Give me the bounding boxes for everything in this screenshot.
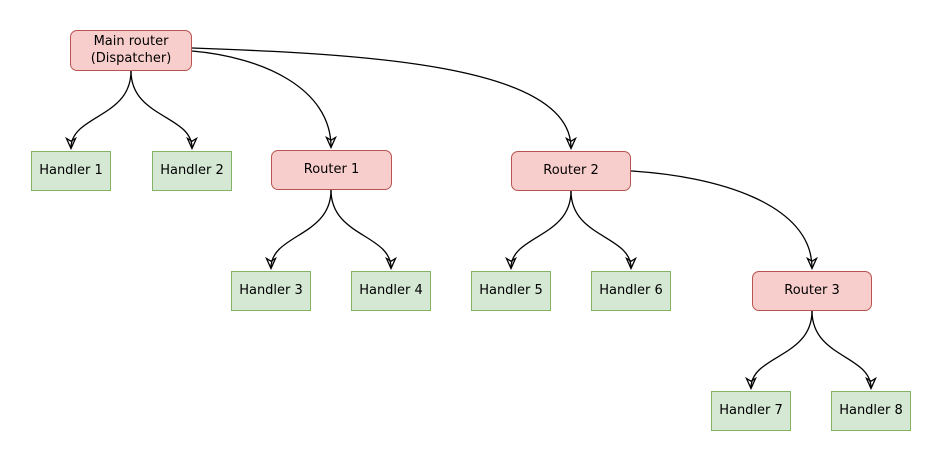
node-handler-1[interactable]: Handler 1: [31, 151, 111, 191]
edge-router-3-to-handler-7: [751, 310, 813, 388]
node-main-router[interactable]: Main router (Dispatcher): [70, 30, 192, 71]
node-handler-3[interactable]: Handler 3: [231, 271, 311, 311]
node-handler-4[interactable]: Handler 4: [351, 271, 431, 311]
node-label: Handler 8: [839, 402, 903, 418]
node-label: Main router (Dispatcher): [90, 33, 172, 66]
edge-router-2-to-handler-5: [511, 190, 572, 268]
node-handler-2[interactable]: Handler 2: [152, 151, 232, 191]
edge-router-2-to-handler-6: [570, 190, 631, 268]
node-label: Handler 1: [39, 162, 103, 178]
node-label: Router 1: [303, 161, 360, 177]
node-label: Handler 3: [239, 282, 303, 298]
edge-main-router-to-router-1: [191, 50, 331, 147]
node-handler-5[interactable]: Handler 5: [471, 271, 551, 311]
node-handler-7[interactable]: Handler 7: [711, 391, 791, 431]
node-label: Router 2: [543, 162, 599, 178]
node-router-3[interactable]: Router 3: [752, 271, 872, 311]
edge-router-3-to-handler-8: [811, 310, 871, 388]
node-label: Handler 2: [160, 162, 224, 178]
node-label: Handler 5: [479, 282, 543, 298]
edge-main-router-to-handler-1: [71, 70, 132, 148]
node-router-1[interactable]: Router 1: [271, 150, 392, 190]
edge-router-2-to-router-3: [630, 170, 812, 268]
edge-main-router-to-router-2: [191, 47, 571, 148]
edge-main-router-to-handler-2: [130, 70, 192, 148]
node-label: Handler 6: [599, 282, 663, 298]
edge-router-1-to-handler-3: [271, 189, 332, 268]
edge-router-1-to-handler-4: [330, 189, 391, 268]
node-label: Router 3: [784, 282, 840, 298]
node-handler-8[interactable]: Handler 8: [831, 391, 911, 431]
node-label: Handler 4: [359, 282, 423, 298]
node-handler-6[interactable]: Handler 6: [591, 271, 671, 311]
node-label: Handler 7: [719, 402, 783, 418]
node-router-2[interactable]: Router 2: [511, 151, 631, 191]
